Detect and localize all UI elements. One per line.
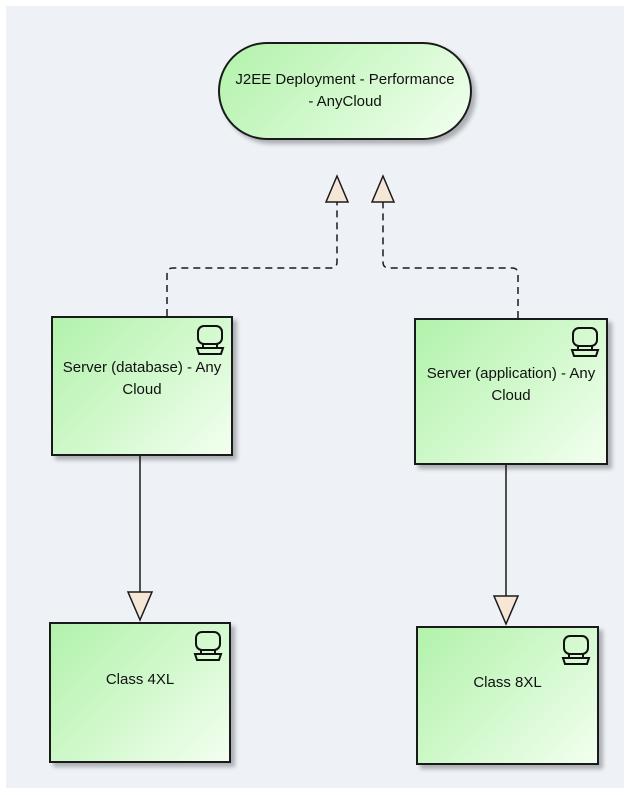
dashed-connector-db-to-root[interactable] (166, 202, 338, 316)
dashed-connector-app-to-root[interactable] (382, 202, 519, 318)
class-8xl-node[interactable]: Class 8XL (416, 626, 599, 765)
class-8xl-label: Class 8XL (473, 673, 542, 691)
class-4xl-node[interactable]: Class 4XL (49, 622, 231, 763)
diagram-canvas: J2EE Deployment - Performance - AnyCloud… (6, 6, 624, 788)
server-database-node[interactable]: Server (database) - Any Cloud (51, 316, 233, 456)
server-database-label: Server (database) - Any Cloud (62, 359, 222, 398)
computer-icon (193, 631, 223, 661)
deployment-root-node[interactable]: J2EE Deployment - Performance - AnyCloud (218, 42, 472, 140)
arrowhead-db-to-class4xl (126, 591, 154, 622)
computer-icon (561, 635, 591, 665)
server-application-label: Server (application) - Any Cloud (426, 364, 596, 404)
arrowhead-app-to-root (370, 174, 396, 203)
arrowhead-app-to-class8xl (492, 595, 520, 626)
deployment-root-label: J2EE Deployment - Performance - AnyCloud (235, 71, 455, 110)
class-4xl-label: Class 4XL (105, 670, 175, 688)
computer-icon (195, 325, 225, 355)
connector-layer (126, 174, 520, 626)
server-application-node[interactable]: Server (application) - Any Cloud (414, 318, 608, 465)
computer-icon (570, 327, 600, 357)
arrowhead-db-to-root (324, 174, 350, 203)
